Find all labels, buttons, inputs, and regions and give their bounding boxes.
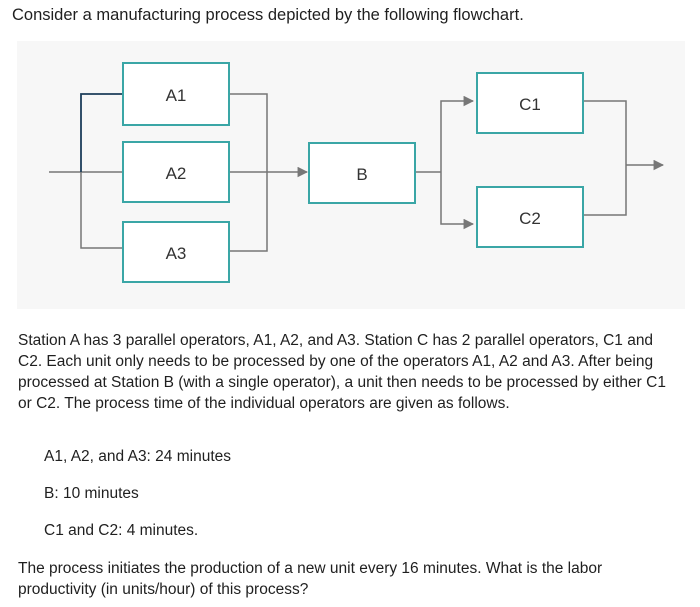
flowchart: A1 A2 A3 B C1 C2: [17, 41, 685, 309]
box-a1: A1: [122, 62, 230, 126]
question-text: The process initiates the production of …: [18, 560, 603, 598]
box-b: B: [308, 142, 416, 204]
box-c1: C1: [476, 72, 584, 134]
process-time-a: A1, A2, and A3: 24 minutes: [44, 448, 231, 465]
intro-text: Consider a manufacturing process depicte…: [12, 6, 524, 24]
split-connector-bottom: [80, 172, 123, 249]
box-c2: C2: [476, 186, 584, 248]
description-text: Station A has 3 parallel operators, A1, …: [18, 332, 666, 412]
box-a2: A2: [122, 141, 230, 203]
box-c2-label: C2: [519, 209, 541, 228]
box-c1-label: C1: [519, 95, 541, 114]
a1-merge-line: [229, 93, 268, 172]
b-to-c2-arrow: [440, 172, 475, 230]
box-a3: A3: [122, 221, 230, 283]
box-b-label: B: [356, 165, 367, 184]
b-to-c1-arrow: [440, 95, 475, 172]
box-a2-label: A2: [166, 164, 187, 183]
split-connector-top: [80, 93, 123, 172]
process-time-b: B: 10 minutes: [44, 485, 139, 502]
process-time-c: C1 and C2: 4 minutes.: [44, 522, 199, 539]
c2-merge-line: [583, 165, 627, 216]
box-a1-label: A1: [166, 86, 187, 105]
a3-merge-line: [229, 172, 268, 252]
flowchart-canvas: A1 A2 A3 B C1 C2: [49, 62, 665, 283]
c1-merge-line: [583, 100, 627, 165]
box-a3-label: A3: [166, 244, 187, 263]
